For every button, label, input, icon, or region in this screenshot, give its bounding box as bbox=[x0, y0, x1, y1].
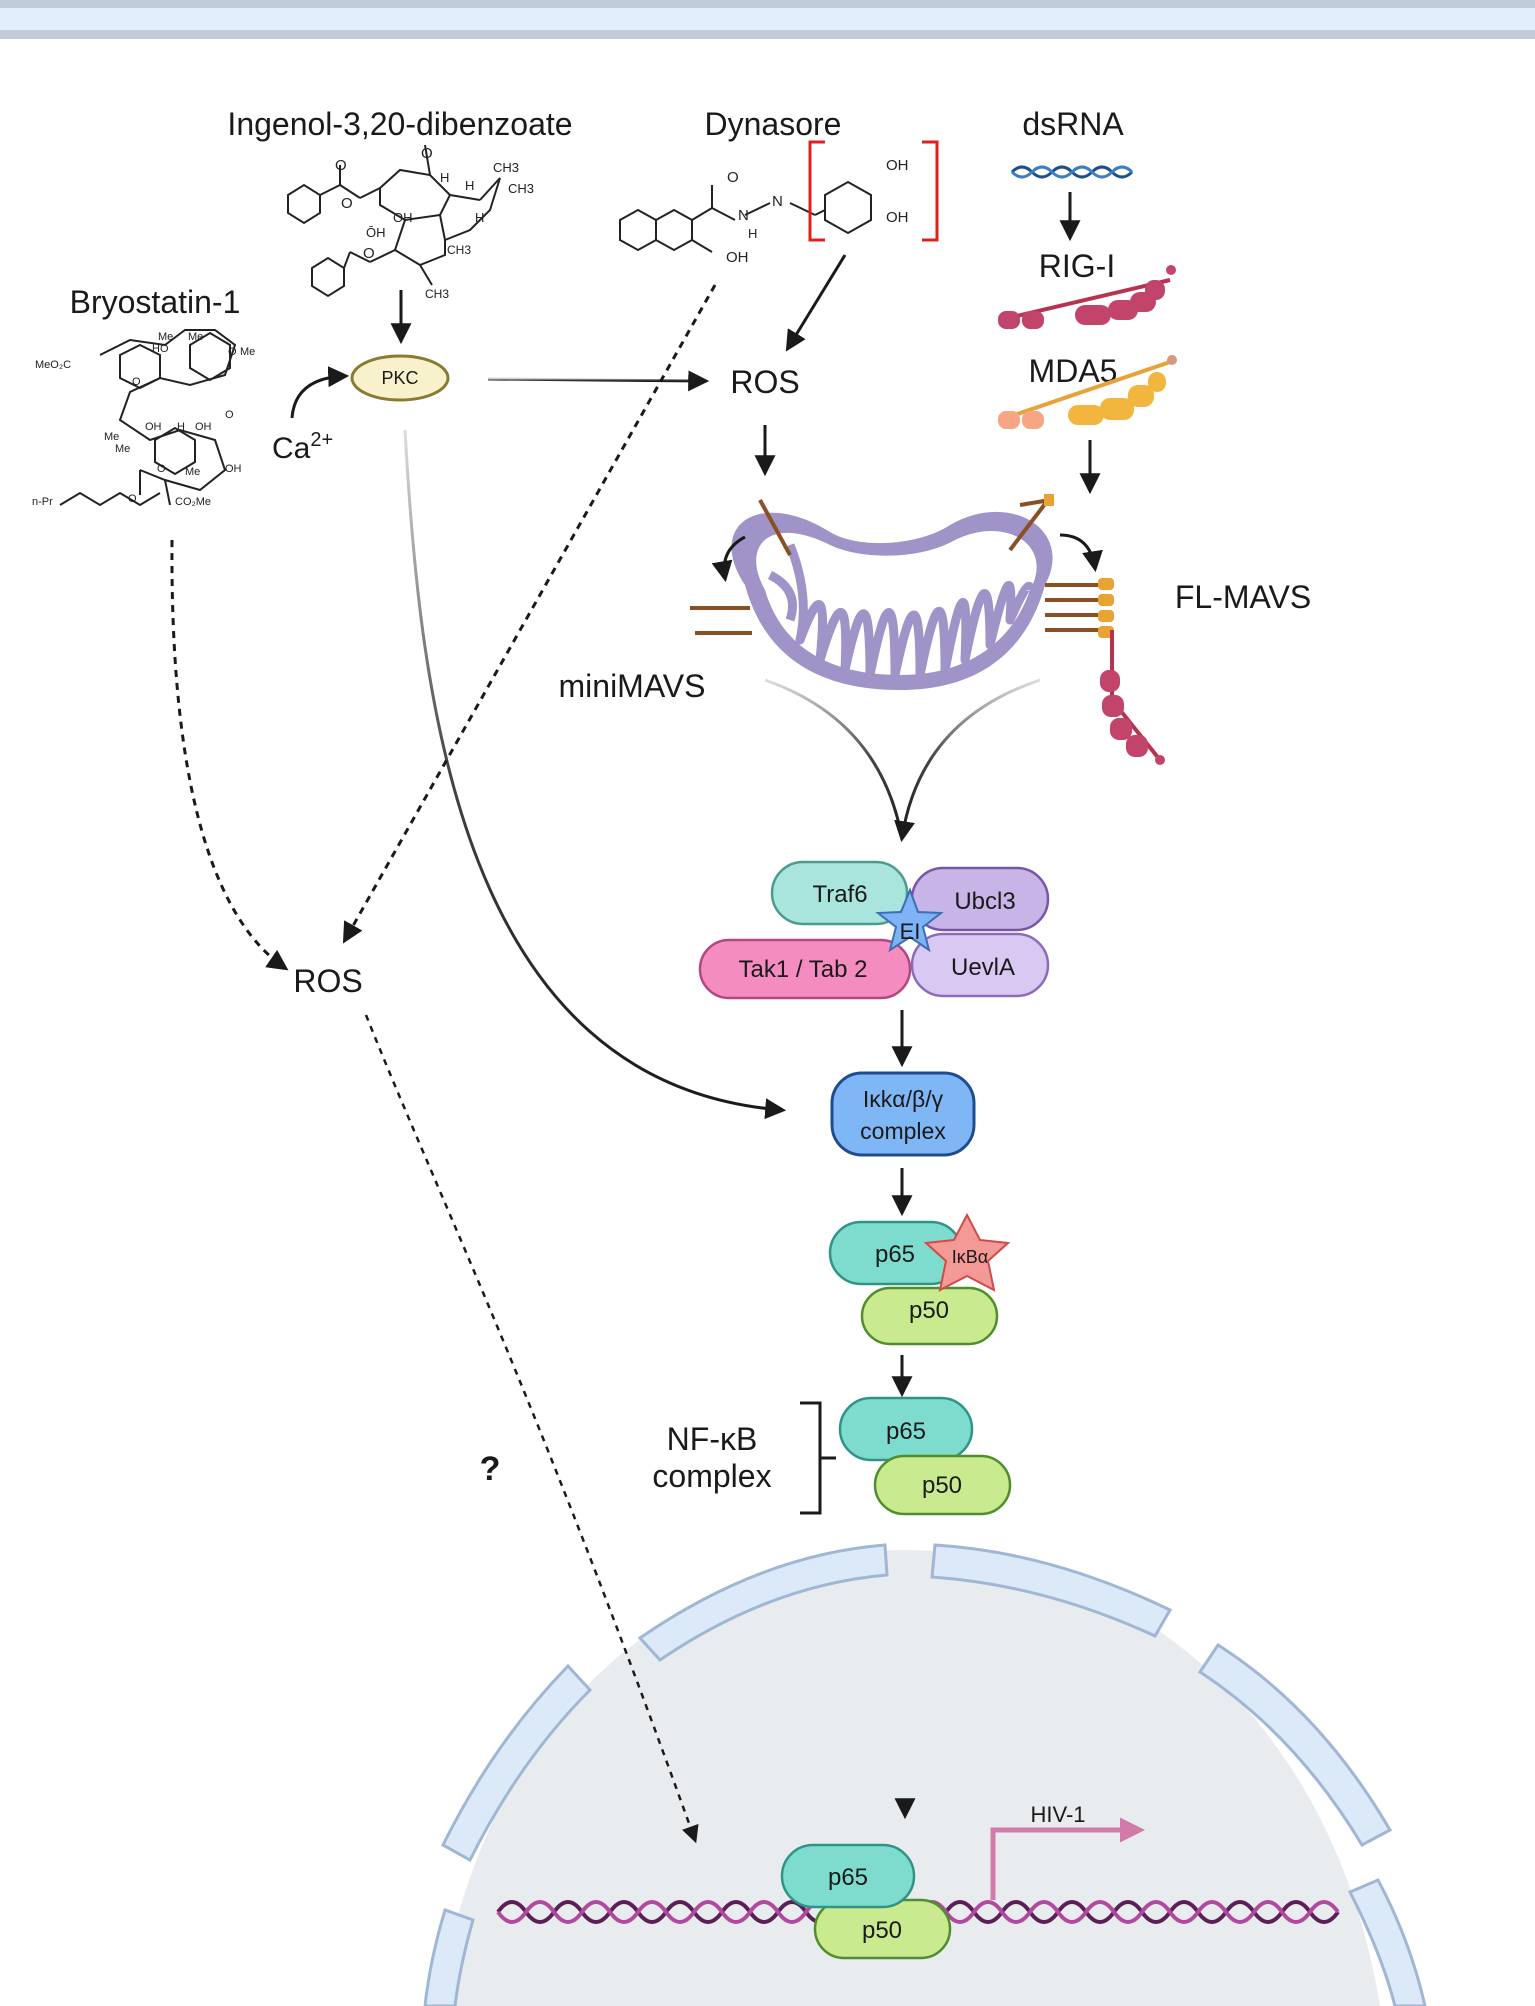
svg-text:Me: Me bbox=[240, 346, 255, 358]
label-uevla: UevlA bbox=[951, 954, 1015, 981]
minimavs-anchors bbox=[690, 499, 792, 635]
svg-text:N: N bbox=[772, 193, 783, 210]
svg-text:Me: Me bbox=[104, 431, 119, 443]
pkc-node: PKC bbox=[350, 354, 450, 402]
label-ca: Ca2+ bbox=[272, 429, 333, 465]
svg-text:CH3: CH3 bbox=[508, 181, 534, 196]
svg-text:CH3: CH3 bbox=[447, 243, 471, 257]
svg-text:H: H bbox=[475, 210, 484, 225]
label-traf6: Traf6 bbox=[812, 881, 867, 908]
nfkb-bound: p65 p50 bbox=[780, 1843, 952, 1960]
mitochondrion bbox=[731, 511, 1053, 690]
svg-text:H: H bbox=[465, 178, 474, 193]
label-question: ? bbox=[480, 1450, 501, 1488]
label-p65-c: p65 bbox=[828, 1864, 868, 1891]
nfkb-inactive: p65 IκBα p50 bbox=[828, 1212, 1011, 1346]
svg-text:H: H bbox=[440, 170, 449, 185]
traf6-complex: Traf6 Ubcl3 Tak1 / Tab 2 UevlA EI bbox=[698, 860, 1050, 1000]
label-bryostatin: Bryostatin-1 bbox=[70, 284, 241, 320]
svg-text:Me: Me bbox=[115, 443, 130, 455]
cell-membrane-top bbox=[0, 0, 1535, 39]
svg-text:O: O bbox=[727, 169, 739, 186]
svg-text:O: O bbox=[225, 409, 234, 421]
label-ubcl3: Ubcl3 bbox=[954, 888, 1015, 915]
label-p50-c: p50 bbox=[862, 1917, 902, 1944]
dynasore-structure: O N N H OH OH OH bbox=[619, 140, 939, 266]
svg-text:OH: OH bbox=[886, 209, 909, 226]
svg-text:O: O bbox=[128, 493, 137, 505]
svg-text:Me: Me bbox=[188, 331, 203, 343]
svg-text:CH3: CH3 bbox=[493, 160, 519, 175]
label-flmavs: FL-MAVS bbox=[1175, 579, 1311, 615]
svg-text:O: O bbox=[228, 346, 237, 358]
label-p65-b: p65 bbox=[886, 1418, 926, 1445]
label-dsrna: dsRNA bbox=[1022, 106, 1124, 142]
svg-text:N: N bbox=[738, 207, 749, 224]
svg-text:H: H bbox=[177, 421, 185, 433]
label-pkc: PKC bbox=[381, 368, 418, 388]
label-ikba: IκBα bbox=[952, 1247, 988, 1267]
svg-text:MeO₂C: MeO₂C bbox=[35, 359, 71, 371]
svg-text:Me: Me bbox=[185, 466, 200, 478]
label-ikk-1: Iκkα/β/γ bbox=[863, 1086, 944, 1112]
svg-text:n-Pr: n-Pr bbox=[32, 496, 53, 508]
label-tak: Tak1 / Tab 2 bbox=[739, 956, 868, 983]
svg-text:Me: Me bbox=[158, 331, 173, 343]
svg-text:HO: HO bbox=[152, 343, 169, 355]
svg-text:O: O bbox=[132, 376, 141, 388]
label-ei: EI bbox=[900, 919, 921, 944]
rigi-protein bbox=[998, 265, 1176, 329]
svg-text:H: H bbox=[748, 226, 757, 241]
dsrna-icon bbox=[1010, 165, 1134, 179]
label-nfkb-1: NF-κB bbox=[667, 1421, 758, 1457]
svg-text:O: O bbox=[157, 463, 166, 475]
svg-text:OH: OH bbox=[726, 249, 749, 266]
mda5-protein bbox=[998, 355, 1177, 429]
label-ca-charge: 2+ bbox=[310, 429, 333, 451]
bryostatin-structure: MeO₂C Me Me HO O O Me O OH H OH Me Me O … bbox=[32, 329, 255, 508]
ikk-complex: Iκkα/β/γ complex bbox=[830, 1071, 976, 1157]
nucleus bbox=[423, 1543, 1427, 2006]
svg-text:CO₂Me: CO₂Me bbox=[175, 496, 211, 508]
label-p50-a: p50 bbox=[909, 1297, 949, 1324]
svg-text:O: O bbox=[421, 145, 433, 162]
svg-text:O: O bbox=[341, 195, 353, 212]
label-p50-b: p50 bbox=[922, 1472, 962, 1499]
svg-text:OH: OH bbox=[393, 210, 413, 225]
label-p65-a: p65 bbox=[875, 1241, 915, 1268]
label-rigi: RIG-I bbox=[1039, 248, 1115, 284]
label-ingenol: Ingenol-3,20-dibenzoate bbox=[227, 106, 572, 142]
label-hiv: HIV-1 bbox=[1030, 1802, 1085, 1827]
label-minimavs: miniMAVS bbox=[559, 668, 706, 704]
svg-text:O: O bbox=[363, 245, 375, 262]
svg-text:OH: OH bbox=[195, 421, 212, 433]
svg-text:OH: OH bbox=[145, 421, 162, 433]
flmavs-anchors bbox=[1008, 494, 1165, 765]
ingenol-structure: O O O O H H H CH3 CH3 OH ŌH CH3 CH3 bbox=[287, 144, 534, 301]
svg-text:O: O bbox=[335, 157, 347, 174]
svg-text:OH: OH bbox=[225, 463, 242, 475]
svg-text:ŌH: ŌH bbox=[366, 225, 386, 240]
label-ikk-2: complex bbox=[860, 1118, 946, 1144]
svg-text:OH: OH bbox=[886, 157, 909, 174]
nfkb-complex: p65 p50 bbox=[800, 1396, 1012, 1516]
label-nfkb-2: complex bbox=[652, 1458, 771, 1494]
svg-text:CH3: CH3 bbox=[425, 287, 449, 301]
label-dynasore: Dynasore bbox=[705, 106, 842, 142]
label-ros-top: ROS bbox=[730, 364, 799, 400]
label-ros-left: ROS bbox=[293, 963, 362, 999]
